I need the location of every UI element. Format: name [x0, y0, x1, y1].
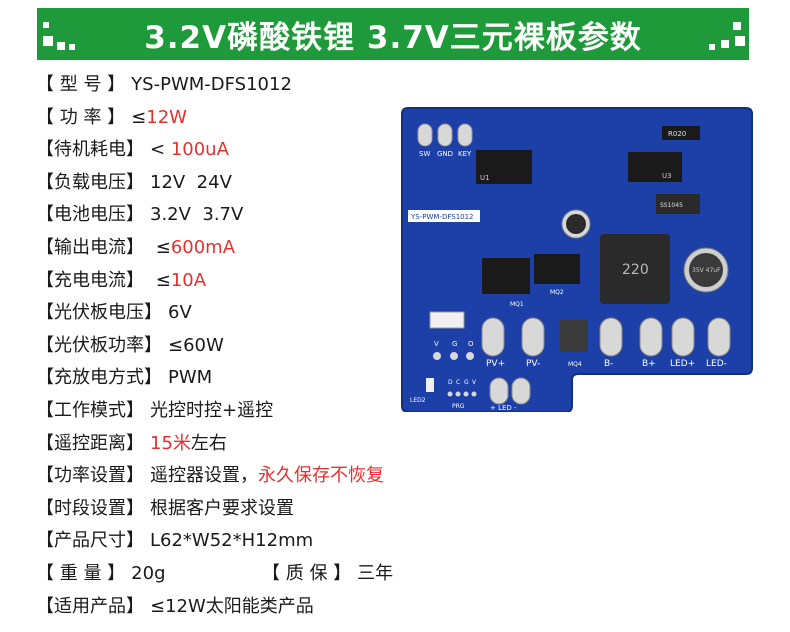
spec-row-application: 【适用产品】≤12W太阳能类产品 [36, 595, 314, 617]
svg-text:+ LED -: + LED - [490, 404, 517, 412]
spec-row-power: 【 功 率 】≤12W [36, 106, 187, 128]
pad-label: SW [419, 150, 430, 158]
svg-text:D: D [448, 379, 453, 386]
svg-text:MQ2: MQ2 [550, 289, 564, 296]
title-banner: 3.2V磷酸铁锂 3.7V三元裸板参数 [37, 8, 749, 60]
svg-text:LED2: LED2 [410, 397, 426, 404]
inductor [600, 234, 670, 304]
pad-label: GND [437, 150, 453, 158]
r020-resistor [662, 126, 700, 140]
spec-row-load-voltage: 【负载电压】12V 24V [36, 171, 232, 193]
model-label [408, 210, 480, 222]
svg-text:O: O [468, 340, 474, 348]
spec-row-time-setting: 【时段设置】根据客户要求设置 [36, 497, 294, 519]
spec-row-pv-voltage: 【光伏板电压】6V [36, 302, 192, 324]
spec-row-charge-mode: 【充放电方式】PWM [36, 367, 213, 389]
spec-row-power-setting: 【功率设置】遥控器设置，永久保存不恢复 [36, 465, 384, 487]
spec-row-remote-range: 【遥控距离】15米左右 [36, 432, 227, 454]
spec-row-battery-voltage: 【电池电压】3.2V 3.7V [36, 204, 244, 226]
svg-text:SS1045: SS1045 [660, 202, 683, 209]
led2 [426, 378, 434, 392]
svg-text:B+: B+ [642, 359, 656, 369]
svg-text:LED+: LED+ [670, 359, 695, 369]
pcb-board-image: SW GND KEY U1 U3 R020 SS1045 YS-PWM-DFS1… [400, 106, 754, 412]
svg-text:PV+: PV+ [486, 359, 505, 369]
spec-row-model: 【 型 号 】YS-PWM-DFS1012 [36, 74, 292, 95]
spec-row-charge-current: 【充电电流】 ≤10A [36, 269, 207, 291]
u1-chip [476, 150, 532, 184]
svg-text:U3: U3 [662, 172, 672, 180]
svg-text:YS-PWM-DFS1012: YS-PWM-DFS1012 [410, 213, 474, 221]
svg-text:R020: R020 [668, 130, 686, 138]
spec-row-standby: 【待机耗电】< 100uA [36, 139, 229, 161]
spec-row-weight: 【 重 量 】20g [36, 563, 166, 584]
spec-row-output-current: 【输出电流】 ≤600mA [36, 237, 236, 258]
svg-text:G: G [464, 379, 469, 386]
mq2-mosfet [534, 254, 580, 284]
left-pixel-decoration [43, 22, 83, 52]
right-pixel-decoration [705, 22, 745, 52]
prog-pins [560, 320, 588, 352]
svg-text:MQ1: MQ1 [510, 301, 524, 308]
spec-row-work-mode: 【工作模式】光控时控+遥控 [36, 400, 274, 421]
mq1-mosfet [482, 258, 530, 294]
svg-text:V: V [472, 379, 477, 386]
svg-text:PRG: PRG [452, 403, 465, 410]
connector [429, 311, 465, 329]
svg-text:V: V [434, 340, 439, 348]
top-pads [417, 123, 473, 147]
u3-chip [628, 152, 682, 182]
pad-label: KEY [458, 150, 472, 158]
spec-row-pv-power: 【光伏板功率】≤60W [36, 334, 224, 356]
spec-row-size: 【产品尺寸】L62*W52*H12mm [36, 530, 314, 552]
svg-text:MQ4: MQ4 [568, 361, 582, 368]
svg-text:PV-: PV- [526, 359, 540, 369]
ss1045-diode [656, 194, 700, 214]
svg-text:C: C [456, 379, 460, 386]
svg-text:G: G [452, 340, 457, 348]
svg-text:B-: B- [604, 359, 613, 369]
svg-text:U1: U1 [480, 174, 490, 182]
svg-text:LED-: LED- [706, 359, 727, 369]
spec-row-warranty: 【 质 保 】三年 [262, 563, 394, 584]
svg-text:35V 47uF: 35V 47uF [692, 267, 721, 274]
page-title: 3.2V磷酸铁锂 3.7V三元裸板参数 [144, 19, 642, 56]
svg-text:220: 220 [622, 262, 649, 278]
terminal-pads [481, 317, 731, 357]
